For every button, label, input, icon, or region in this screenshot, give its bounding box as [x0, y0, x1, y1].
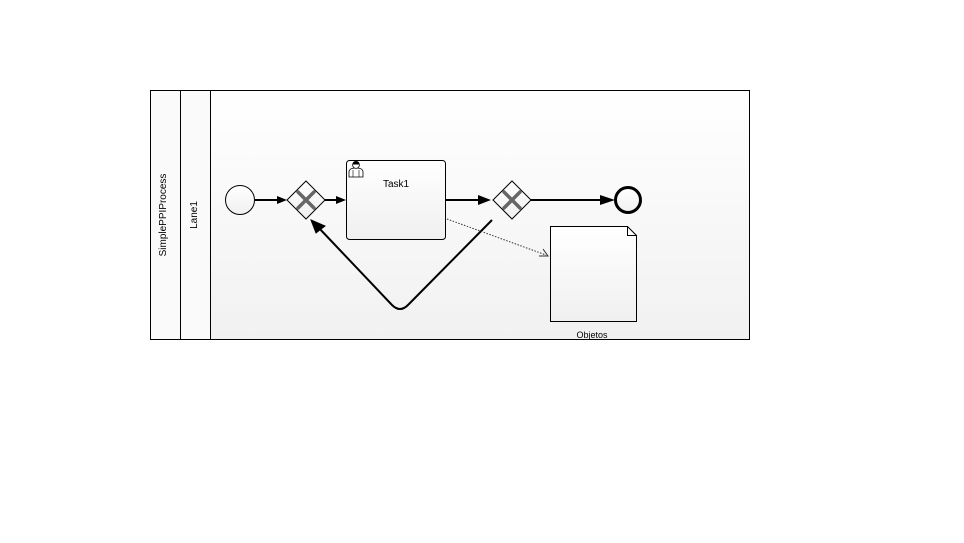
arrowhead-icon [310, 219, 326, 234]
arrowhead-icon [478, 195, 491, 205]
open-arrowhead-icon [539, 248, 549, 257]
arrowhead-icon [336, 196, 346, 204]
start-event[interactable] [225, 185, 255, 215]
pool-label: SimplePPIProcess [158, 174, 169, 257]
sequence-flow-loopback[interactable] [310, 219, 493, 310]
x-marker-icon [502, 190, 522, 210]
sequence-flow-start-to-gateway[interactable] [255, 196, 287, 204]
lane-header[interactable] [180, 90, 211, 340]
pool[interactable]: SimplePPIProcess [150, 90, 750, 340]
user-task[interactable]: Task1 [346, 160, 446, 240]
end-event[interactable] [614, 186, 642, 214]
arrowhead-icon [277, 196, 287, 204]
exclusive-gateway-1[interactable] [286, 180, 326, 220]
data-object[interactable]: Objetos [550, 226, 637, 341]
pool-header[interactable] [150, 90, 181, 340]
sequence-flow-gateway-to-task[interactable] [325, 196, 346, 204]
data-association[interactable] [446, 218, 549, 257]
lane[interactable]: Lane1 [180, 90, 211, 340]
task-label: Task1 [383, 179, 410, 190]
data-object-label: Objetos [576, 330, 608, 340]
user-icon [348, 161, 364, 178]
lane-label: Lane1 [189, 201, 200, 229]
folded-corner-icon [627, 226, 637, 236]
exclusive-gateway-2[interactable] [492, 180, 532, 220]
sequence-flow-gateway-to-end[interactable] [531, 195, 615, 205]
arrowhead-icon [600, 195, 615, 205]
x-marker-icon [296, 190, 316, 210]
sequence-flow-task-to-gateway[interactable] [446, 195, 491, 205]
